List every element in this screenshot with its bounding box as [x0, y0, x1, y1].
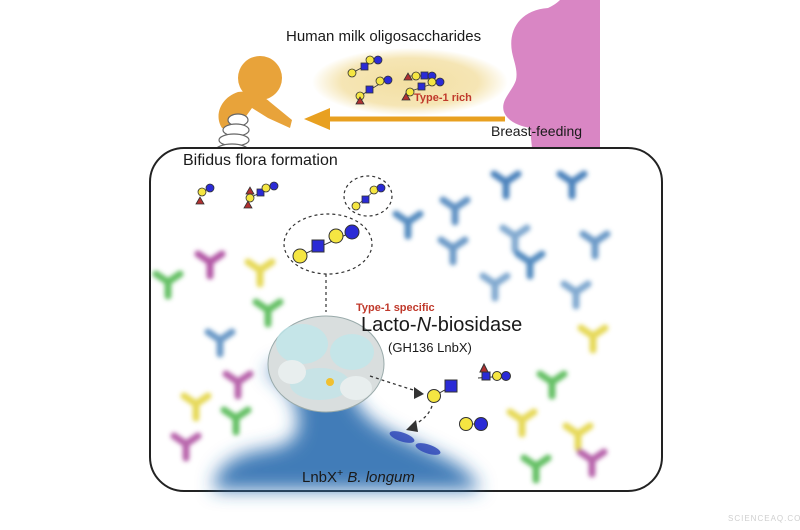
enzyme-suffix: -biosidase — [431, 314, 523, 336]
enzyme-italic: N — [416, 314, 432, 336]
mother-silhouette-icon — [503, 0, 600, 148]
gut-environment-box — [149, 147, 663, 492]
bacterium-prefix: LnbX — [302, 469, 338, 486]
hmo-cloud — [312, 48, 508, 116]
type1-specific-label: Type-1 specific — [356, 302, 435, 314]
enzyme-code-label: (GH136 LnbX) — [388, 340, 472, 355]
hmo-glycans — [347, 55, 445, 105]
breastfeeding-arrow — [304, 108, 505, 130]
protein-structure-icon — [267, 315, 385, 413]
glycan-callout-large — [283, 213, 373, 275]
breastfeeding-label: Breast-feeding — [491, 123, 583, 139]
bacterium-sup: + — [337, 467, 344, 479]
bifidus-flora-label: Bifidus flora formation — [183, 152, 338, 169]
bacterium-cell — [214, 359, 480, 490]
enzyme-name-label: Lacto-N-biosidase — [361, 314, 522, 337]
enzyme-prefix: Lacto- — [361, 314, 417, 336]
bifidus-glycans — [195, 181, 279, 209]
transporter-icon — [389, 431, 441, 455]
type1-rich-label: Type-1 rich — [414, 92, 472, 104]
released-glycans — [427, 362, 511, 431]
hmo-label: Human milk oligosaccharides — [286, 28, 482, 45]
glycan-callout-small — [343, 175, 393, 217]
watermark: SCIENCEAQ.COM — [728, 514, 800, 523]
bacterium-species: B. longum — [347, 469, 415, 486]
bacterium-label: LnbX+ B. longum — [302, 467, 415, 486]
